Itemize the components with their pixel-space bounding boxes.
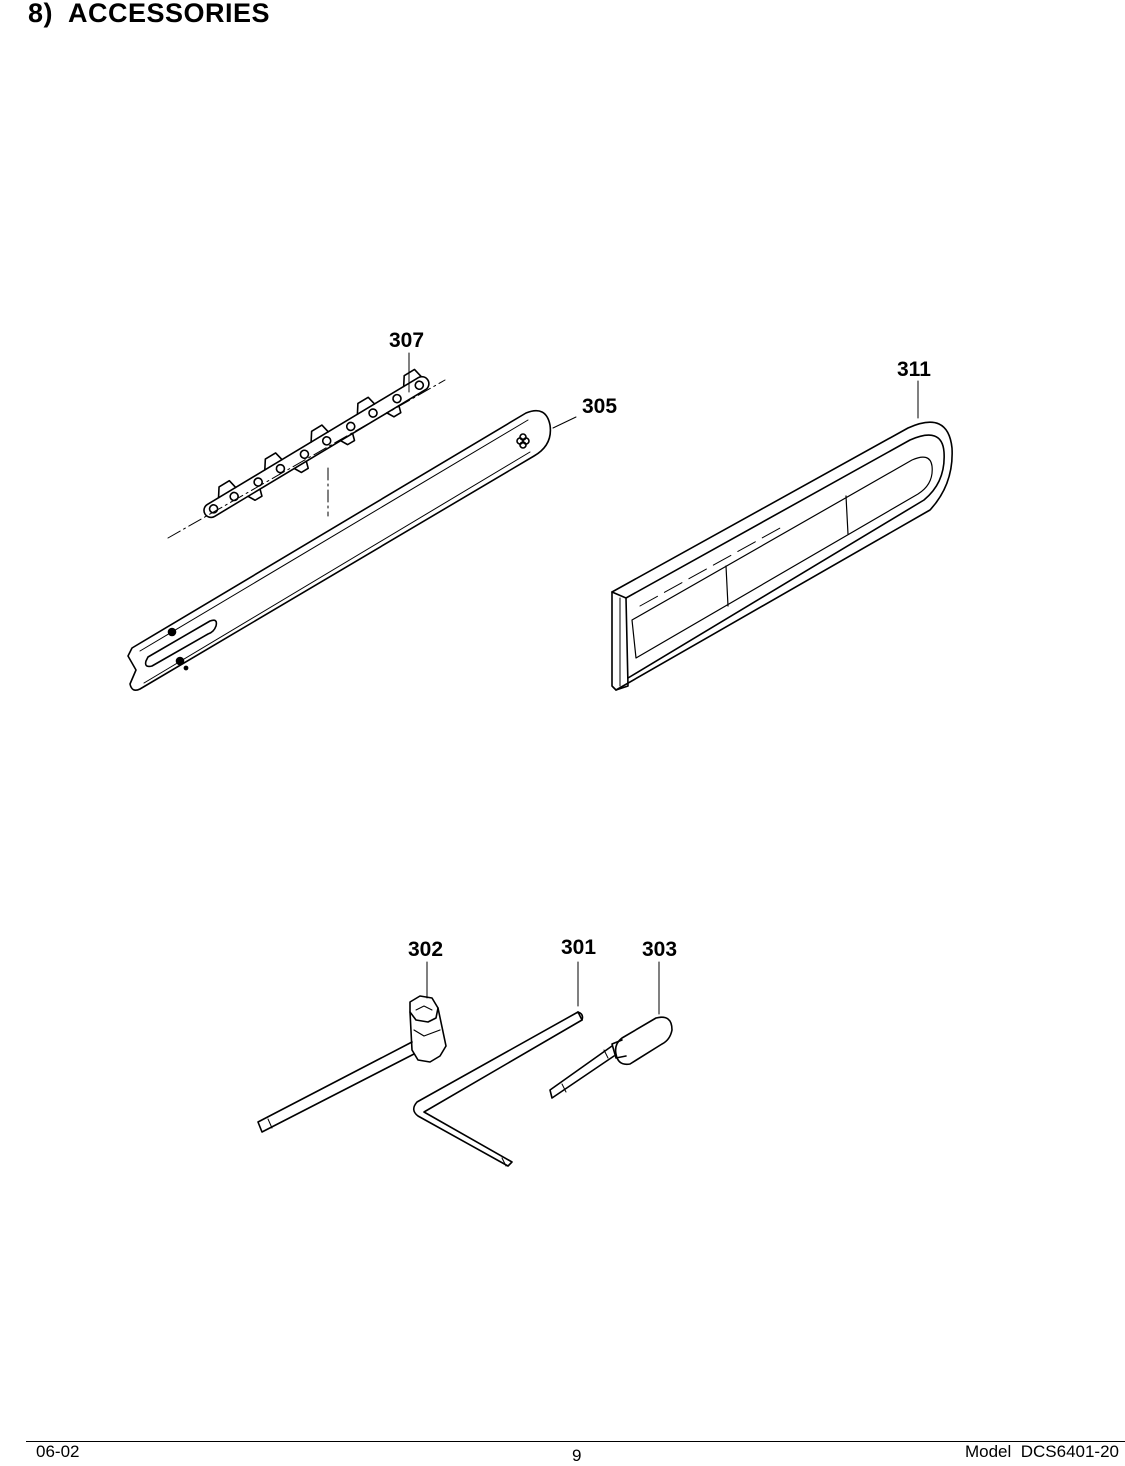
footer-model: Model DCS6401-20 [964, 1442, 1119, 1461]
hex-wrench [412, 1011, 584, 1167]
callout-307: 307 [389, 329, 424, 352]
screwdriver [549, 1016, 673, 1099]
callout-311: 311 [897, 358, 931, 381]
callout-302: 302 [408, 938, 443, 961]
footer-divider [26, 1441, 1125, 1442]
combination-wrench [257, 995, 447, 1133]
page-number: 9 [572, 1446, 582, 1465]
saw-chain [167, 368, 446, 539]
leader-line-305 [552, 416, 577, 429]
guide-bar [127, 409, 552, 691]
callout-301: 301 [561, 936, 596, 959]
footer-date: 06-02 [36, 1442, 80, 1461]
callout-305: 305 [582, 395, 617, 418]
bar-cover [611, 421, 953, 691]
sprocket-nose-icon [516, 433, 530, 449]
callout-303: 303 [642, 938, 677, 961]
page-title: 8) ACCESSORIES [28, 0, 271, 28]
